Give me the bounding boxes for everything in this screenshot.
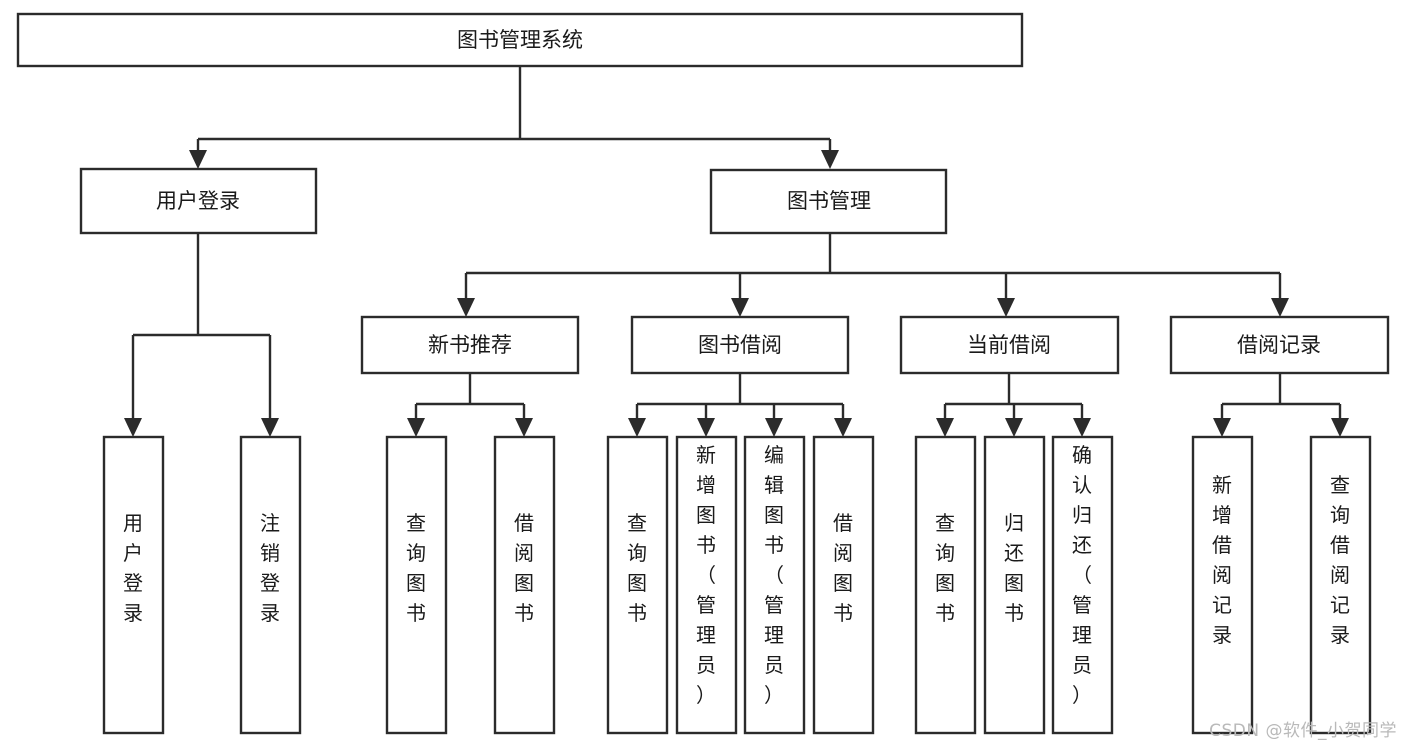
node-leaf-query-record[interactable]: 查询借阅记录 <box>1309 435 1372 735</box>
arrow-to-leaf-borrow-query-icon <box>628 418 646 437</box>
node-leaf-add-record[interactable]: 新增借阅记录 <box>1191 435 1254 735</box>
connector-layer <box>124 66 1349 437</box>
node-current-borrow-label: 当前借阅 <box>967 333 1051 357</box>
arrow-to-book-manage-icon <box>821 150 839 169</box>
node-user-login-label: 用户登录 <box>156 189 240 213</box>
csdn-watermark: CSDN @软件_小贺同学 <box>1209 721 1397 741</box>
node-leaf-query-record-box[interactable] <box>1309 435 1372 735</box>
node-book-manage-box[interactable] <box>709 168 948 235</box>
arrow-to-user-login-icon <box>189 150 207 169</box>
node-user-login[interactable]: 用户登录 <box>79 167 318 235</box>
node-leaf-cur-query-box[interactable] <box>914 435 977 735</box>
node-current-borrow[interactable]: 当前借阅 <box>899 315 1120 375</box>
arrow-to-leaf-confirm-return-icon <box>1073 418 1091 437</box>
node-leaf-confirm-return-label: 确认归还（管理员） <box>1072 443 1092 707</box>
node-book-borrow-box[interactable] <box>630 315 850 375</box>
node-leaf-borrow-book-label: 借阅图书 <box>833 511 853 625</box>
node-leaf-query-record-label: 查询借阅记录 <box>1330 473 1350 647</box>
node-leaf-rec-query[interactable]: 查询图书 <box>385 435 448 735</box>
node-leaf-logout-label: 注销登录 <box>260 511 280 625</box>
arrow-to-book-borrow-icon <box>731 298 749 317</box>
node-leaf-edit-book[interactable]: 编辑图书（管理员） <box>743 435 806 735</box>
node-leaf-logout-box[interactable] <box>239 435 302 735</box>
node-current-borrow-box[interactable] <box>899 315 1120 375</box>
arrow-to-leaf-add-record-icon <box>1213 418 1231 437</box>
node-leaf-edit-book-box[interactable] <box>743 435 806 735</box>
node-leaf-borrow-query[interactable]: 查询图书 <box>606 435 669 735</box>
node-new-book-rec[interactable]: 新书推荐 <box>360 315 580 375</box>
arrow-to-leaf-add-book-icon <box>697 418 715 437</box>
node-root-box[interactable] <box>16 12 1024 68</box>
node-leaf-add-record-box[interactable] <box>1191 435 1254 735</box>
node-leaf-return-book-label: 归还图书 <box>1004 511 1024 625</box>
arrow-to-leaf-cur-query-icon <box>936 418 954 437</box>
node-user-login-box[interactable] <box>79 167 318 235</box>
node-leaf-borrow-query-box[interactable] <box>606 435 669 735</box>
arrow-to-leaf-query-record-icon <box>1331 418 1349 437</box>
arrow-to-leaf-return-book-icon <box>1005 418 1023 437</box>
node-borrow-record[interactable]: 借阅记录 <box>1169 315 1390 375</box>
arrow-to-leaf-rec-query-icon <box>407 418 425 437</box>
node-leaf-rec-query-label: 查询图书 <box>406 511 426 625</box>
node-borrow-record-box[interactable] <box>1169 315 1390 375</box>
node-root[interactable]: 图书管理系统 <box>16 12 1024 68</box>
node-leaf-return-book[interactable]: 归还图书 <box>983 435 1046 735</box>
node-leaf-add-record-label: 新增借阅记录 <box>1212 473 1232 647</box>
node-leaf-rec-borrow-box[interactable] <box>493 435 556 735</box>
node-leaf-borrow-book-box[interactable] <box>812 435 875 735</box>
node-borrow-record-label: 借阅记录 <box>1237 333 1321 357</box>
node-leaf-borrow-book[interactable]: 借阅图书 <box>812 435 875 735</box>
node-leaf-cur-query-label: 查询图书 <box>935 511 955 625</box>
node-book-borrow-label: 图书借阅 <box>698 333 782 357</box>
node-leaf-rec-borrow[interactable]: 借阅图书 <box>493 435 556 735</box>
node-leaf-user-login[interactable]: 用户登录 <box>102 435 165 735</box>
node-leaf-user-login-box[interactable] <box>102 435 165 735</box>
node-new-book-rec-box[interactable] <box>360 315 580 375</box>
arrow-to-leaf-edit-book-icon <box>765 418 783 437</box>
node-root-label: 图书管理系统 <box>457 28 583 52</box>
node-leaf-confirm-return[interactable]: 确认归还（管理员） <box>1051 435 1114 735</box>
arrow-to-current-borrow-icon <box>997 298 1015 317</box>
node-leaf-rec-query-box[interactable] <box>385 435 448 735</box>
arrow-to-leaf-borrow-book-icon <box>834 418 852 437</box>
node-new-book-rec-label: 新书推荐 <box>428 333 512 357</box>
node-leaf-add-book[interactable]: 新增图书（管理员） <box>675 435 738 735</box>
node-book-borrow[interactable]: 图书借阅 <box>630 315 850 375</box>
arrow-to-leaf-rec-borrow-icon <box>515 418 533 437</box>
node-leaf-add-book-box[interactable] <box>675 435 738 735</box>
node-leaf-return-book-box[interactable] <box>983 435 1046 735</box>
node-leaf-add-book-label: 新增图书（管理员） <box>696 443 716 707</box>
node-book-manage-label: 图书管理 <box>787 189 871 213</box>
arrow-to-leaf-logout-icon <box>261 418 279 437</box>
node-leaf-edit-book-label: 编辑图书（管理员） <box>764 443 784 707</box>
node-leaf-borrow-query-label: 查询图书 <box>627 511 647 625</box>
node-leaf-confirm-return-box[interactable] <box>1051 435 1114 735</box>
arrow-to-new-book-rec-icon <box>457 298 475 317</box>
node-leaf-user-login-label: 用户登录 <box>123 511 143 625</box>
node-leaf-rec-borrow-label: 借阅图书 <box>514 511 534 625</box>
arrow-to-borrow-record-icon <box>1271 298 1289 317</box>
arrow-to-leaf-user-login-icon <box>124 418 142 437</box>
node-leaf-logout[interactable]: 注销登录 <box>239 435 302 735</box>
node-leaf-cur-query[interactable]: 查询图书 <box>914 435 977 735</box>
node-book-manage[interactable]: 图书管理 <box>709 168 948 235</box>
